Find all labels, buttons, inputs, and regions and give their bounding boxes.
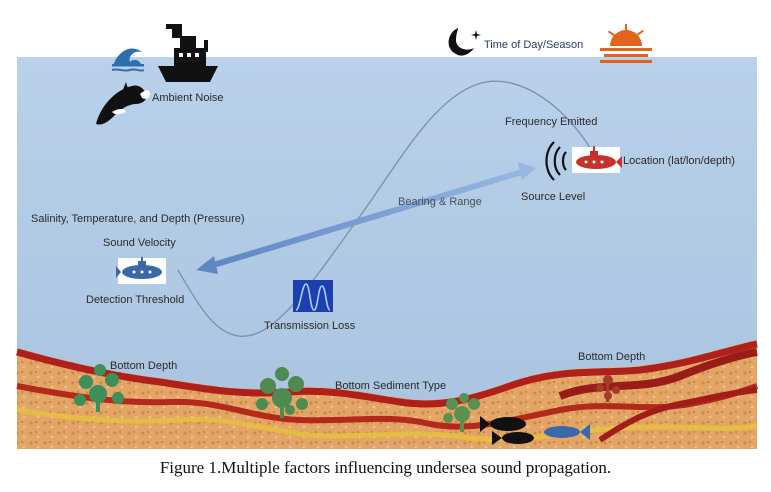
salinity-label: Salinity, Temperature, and Depth (Pressu… — [31, 213, 245, 225]
coral-icon — [443, 393, 480, 432]
sound-waves-icon — [545, 141, 567, 181]
coral-icon — [74, 364, 124, 412]
time-of-day-label: Time of Day/Season — [484, 39, 584, 51]
ambient-noise-label: Ambient Noise — [152, 92, 224, 104]
source-level-label: Source Level — [521, 191, 586, 203]
sound-velocity-label: Sound Velocity — [103, 237, 176, 249]
fish-icon — [544, 424, 590, 440]
location-label: Location (lat/lon/depth) — [623, 155, 735, 167]
transmission-loss-icon — [293, 280, 333, 312]
ship-icon — [158, 24, 218, 82]
figure-caption-text: Multiple factors influencing undersea so… — [221, 458, 612, 477]
transmission-loss-label: Transmission Loss — [264, 320, 356, 332]
orca-icon — [96, 82, 150, 125]
bottom-depth-right-label: Bottom Depth — [578, 351, 646, 363]
figure-number: Figure 1. — [159, 458, 222, 477]
wave-icon — [111, 48, 145, 72]
receiver-submarine-icon — [116, 257, 166, 284]
sunset-icon — [600, 24, 652, 63]
coral-icon — [256, 367, 308, 418]
sound-ray-path — [177, 80, 597, 337]
bottom-sediment-label: Bottom Sediment Type — [335, 380, 447, 392]
bottom-depth-left-label: Bottom Depth — [110, 360, 178, 372]
bearing-range-arrow — [196, 162, 536, 274]
fish-icon — [480, 416, 534, 445]
frequency-emitted-label: Frequency Emitted — [505, 116, 598, 128]
bearing-range-label: Bearing & Range — [398, 196, 482, 208]
detection-threshold-label: Detection Threshold — [86, 294, 185, 306]
source-submarine-icon — [572, 146, 622, 173]
moon-icon — [448, 28, 481, 56]
figure-caption: Figure 1.Multiple factors influencing un… — [0, 458, 771, 478]
seabed — [16, 340, 758, 449]
coral-icon — [596, 375, 620, 402]
